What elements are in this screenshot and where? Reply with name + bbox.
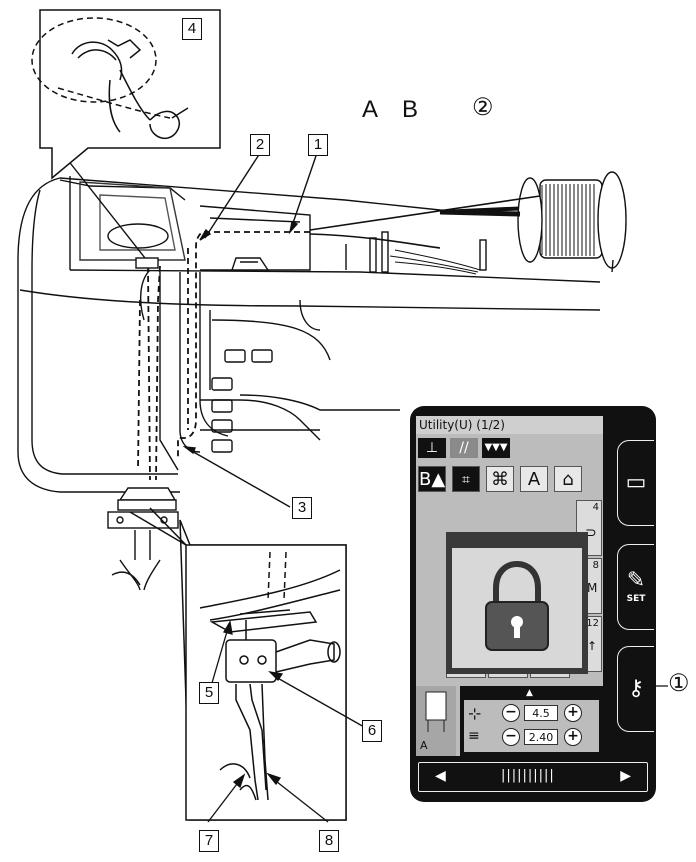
category-b-button[interactable]: B▲ [418,466,446,492]
leader-lines [207,620,668,823]
folder-icon: ▭ [625,470,647,495]
inset-threader-hook [31,9,221,180]
tab-stitch-3[interactable]: ▼▼▼ [482,438,510,458]
inset-needle-threading [129,507,347,821]
length-icon: ≡ [468,728,480,744]
lcd-screen: Utility(U) (1/2) ⊥ // ▼▼▼ B▲ ⌗ ⌘ A ⌂ 4⊃ … [416,416,603,756]
wrench-icon: ✎ [626,568,646,593]
foot-indicator: A [416,686,456,756]
arrow-right-icon[interactable]: ▶ [620,768,631,784]
length-plus-button[interactable]: + [564,728,582,746]
arrow-left-icon[interactable]: ◀ [435,768,446,784]
width-minus-button[interactable]: − [502,704,520,722]
folder-button[interactable]: ▭ [617,440,654,526]
thread-label-a: A [362,96,379,123]
presser-foot-icon [425,691,447,732]
lcd-panel: Utility(U) (1/2) ⊥ // ▼▼▼ B▲ ⌗ ⌘ A ⌂ 4⊃ … [410,406,656,802]
machine-body [17,171,627,591]
step-8-label: 8 [319,830,339,852]
key-icon: ⚷ [627,676,645,701]
step-5-label: 5 [199,682,219,704]
step-2-label: 2 [250,134,270,156]
thread-route [137,231,310,481]
category-letter-button[interactable]: A [520,466,548,492]
lcd-title: Utility(U) (1/2) [416,416,603,434]
stitch-length-value: 2.40 [524,729,558,745]
page-scrollbar[interactable]: |||||||||| [501,768,555,783]
lock-key-ref: ① [668,670,690,697]
step-1-label: 1 [308,134,328,156]
page-navigation: ◀ |||||||||| ▶ [418,762,648,792]
lock-popup [446,532,588,674]
side-buttons: ▭ ✎SET ⚷ [612,440,656,758]
stitch-settings: ▲ ⊹ − 4.5 + ≡ − 2.40 + [460,686,603,756]
shirt-icon[interactable]: ⌂ [554,466,582,492]
length-minus-button[interactable]: − [502,728,520,746]
tab-stitch-2[interactable]: // [450,438,478,458]
step-7-label: 7 [199,830,219,852]
padlock-icon [485,560,549,651]
category-decorative-button[interactable]: ⌘ [486,466,514,492]
lock-key-button[interactable]: ⚷ [617,646,654,732]
foot-letter: A [420,739,428,752]
stitch-width-value: 4.5 [524,705,558,721]
category-quilt-button[interactable]: ⌗ [452,466,480,492]
tab-utility[interactable]: ⊥ [418,438,446,458]
step-6-label: 6 [362,720,382,742]
set-button[interactable]: ✎SET [617,544,654,630]
step-4-label: 4 [182,18,202,40]
width-plus-button[interactable]: + [564,704,582,722]
step-3-label: 3 [292,497,312,519]
thread-label-b: B [402,96,419,123]
spool-pin-ref: ② [472,94,494,121]
arrows [51,139,319,508]
width-icon: ⊹ [468,704,482,723]
